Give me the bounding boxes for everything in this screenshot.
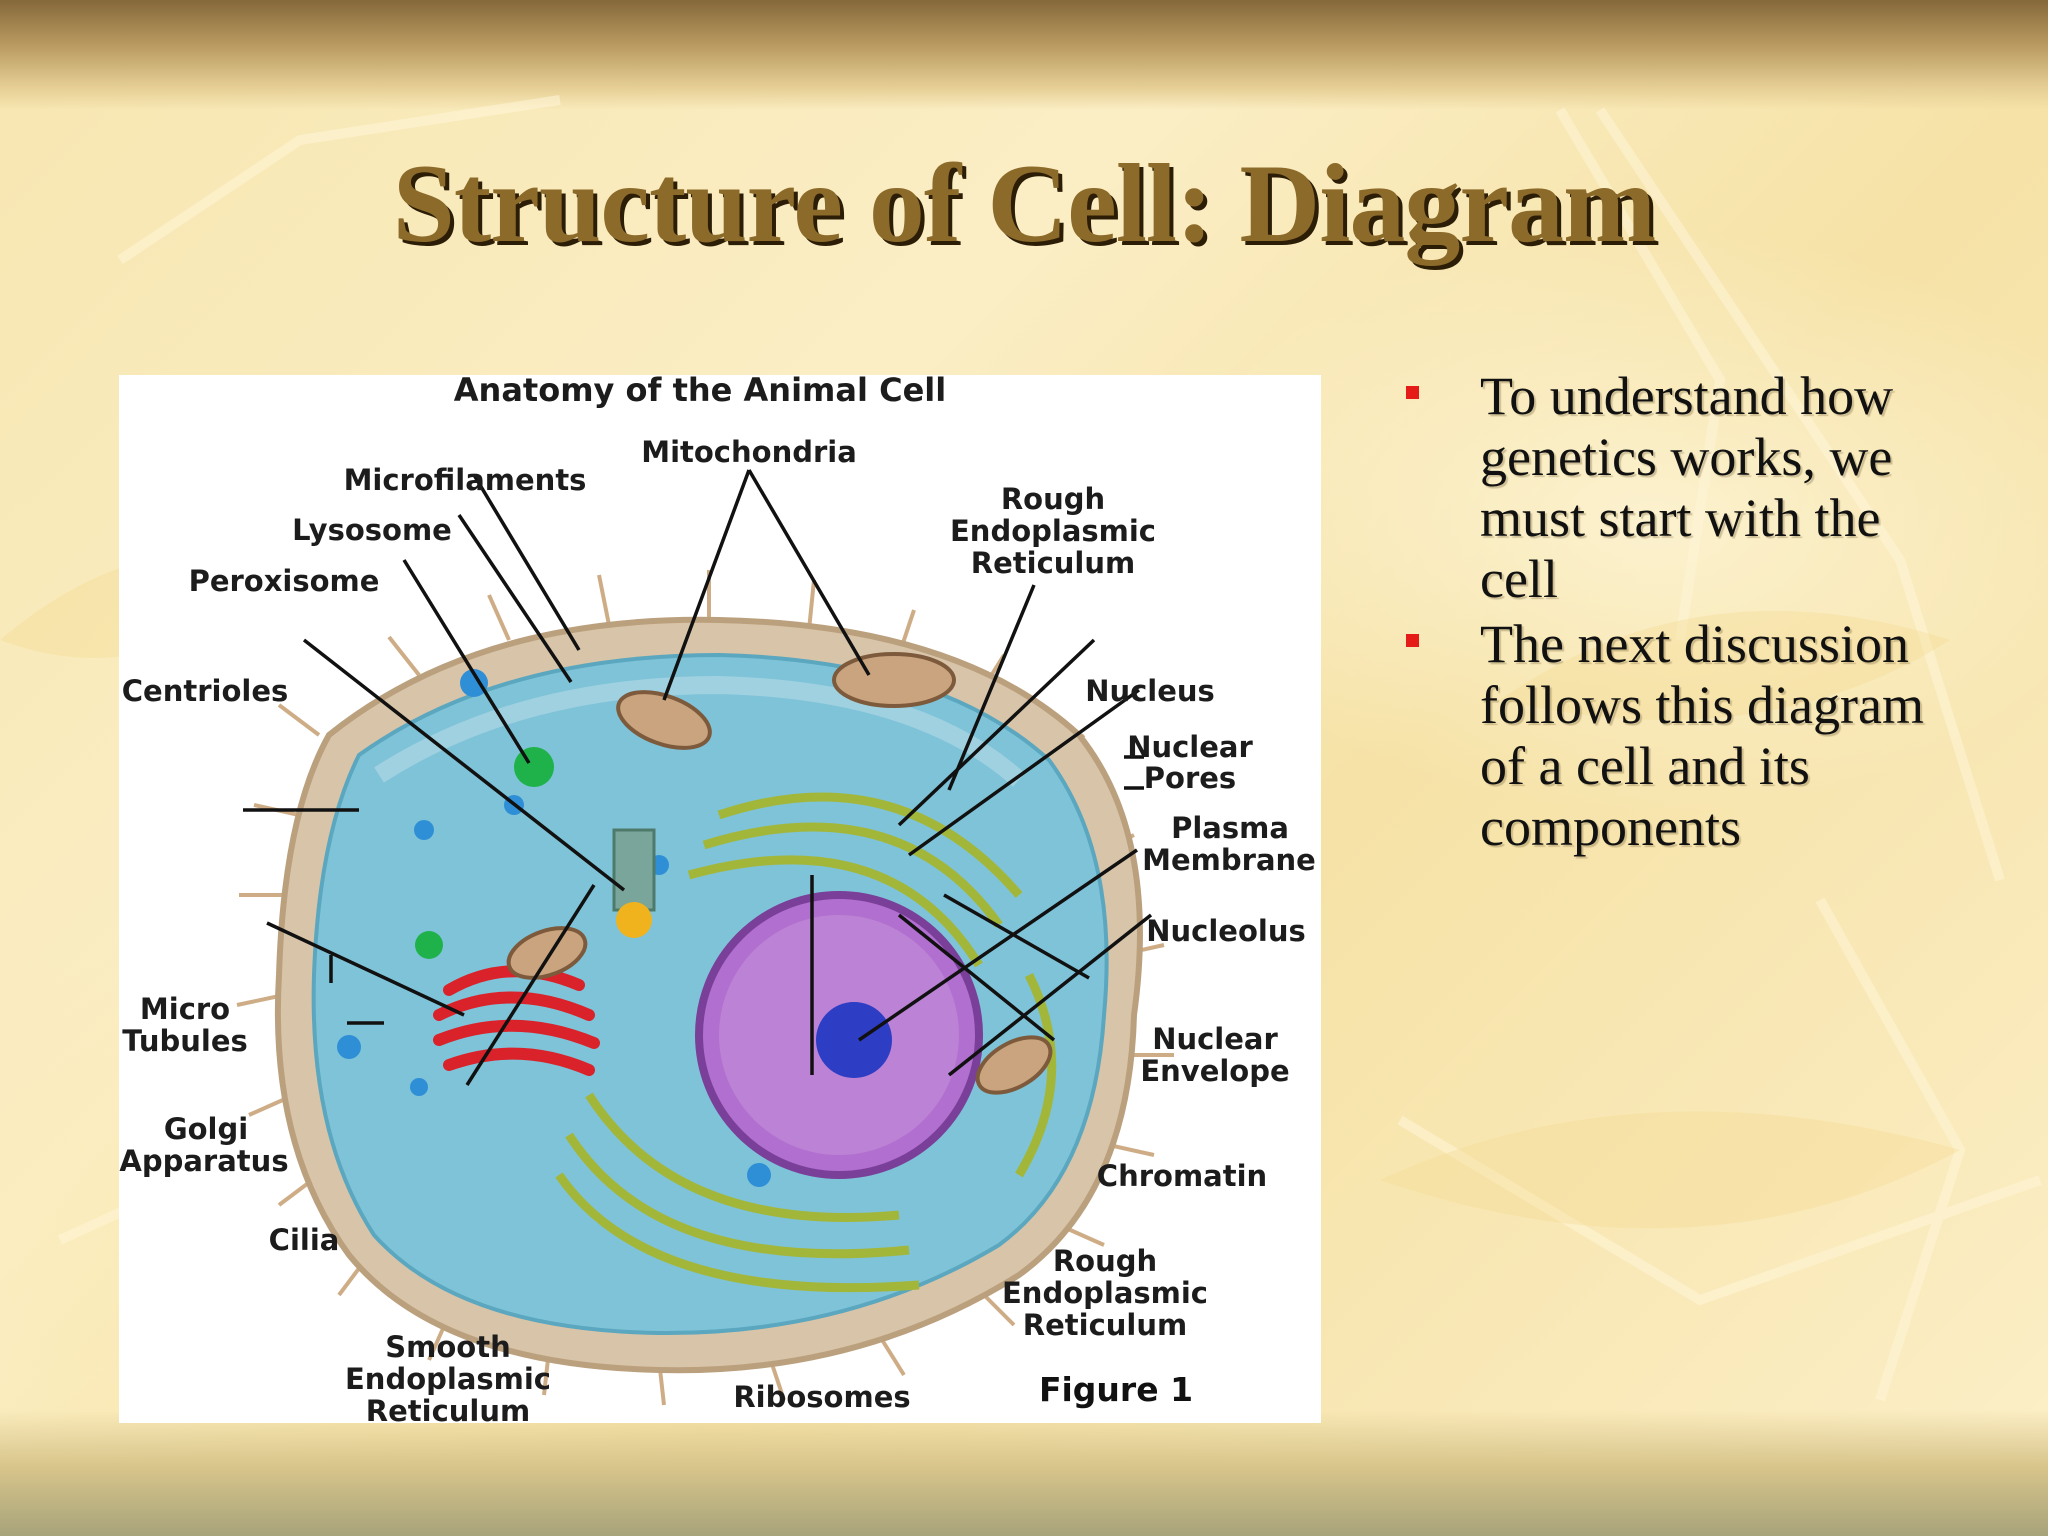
- figure-heading: Anatomy of the Animal Cell: [454, 375, 946, 409]
- label-centrioles: Centrioles: [122, 674, 289, 708]
- label-microfilaments: Microfilaments: [344, 463, 587, 497]
- label-chromatin: Chromatin: [1097, 1159, 1267, 1193]
- label-smooth-er-line1: Smooth: [385, 1330, 510, 1364]
- label-nuclear-envelope-line1: Nuclear: [1152, 1022, 1278, 1056]
- animal-cell-illustration: Anatomy of the Animal Cell Mitochondria …: [119, 375, 1316, 1423]
- nucleolus-shape: [816, 1002, 892, 1078]
- slide-title: Structure of Cell: Diagram: [392, 142, 1657, 266]
- label-nucleolus: Nucleolus: [1146, 914, 1306, 948]
- leader-lines: [243, 469, 1153, 1086]
- bullet-item: The next discussion follows this diagram…: [1400, 614, 1960, 858]
- label-ribosomes: Ribosomes: [733, 1380, 910, 1414]
- label-micro-tubules-line1: Micro: [140, 992, 230, 1026]
- cell-diagram-figure: Anatomy of the Animal Cell Mitochondria …: [119, 375, 1321, 1423]
- centriole-shape: [612, 828, 656, 938]
- label-nucleus: Nucleus: [1085, 674, 1215, 708]
- label-cilia: Cilia: [269, 1223, 340, 1257]
- bullet-text: To understand how genetics works, we mus…: [1480, 366, 1894, 609]
- mitochondria-shapes: [506, 652, 1053, 1095]
- vesicle-shapes: [337, 669, 771, 1187]
- square-bullet-icon: [1406, 634, 1419, 647]
- label-lysosome: Lysosome: [292, 513, 452, 547]
- label-golgi-line2: Apparatus: [119, 1144, 288, 1178]
- label-rough-er-bottom-line3: Reticulum: [1023, 1308, 1187, 1342]
- label-nuclear-envelope-line2: Envelope: [1140, 1054, 1289, 1088]
- label-nuclear-pores-line1: Nuclear: [1127, 730, 1253, 764]
- label-plasma-membrane-line2: Membrane: [1142, 843, 1316, 877]
- label-micro-tubules-line2: Tubules: [122, 1024, 248, 1058]
- label-plasma-membrane-line1: Plasma: [1171, 811, 1289, 845]
- label-peroxisome: Peroxisome: [189, 564, 380, 598]
- square-bullet-icon: [1406, 386, 1419, 399]
- label-smooth-er-line3: Reticulum: [366, 1394, 530, 1423]
- label-rough-er-bottom-line1: Rough: [1053, 1244, 1157, 1278]
- bullet-list: To understand how genetics works, we mus…: [1400, 366, 1960, 862]
- label-rough-er-top-line1: Rough: [1001, 482, 1105, 516]
- rough-er-shape: [555, 792, 1057, 1293]
- bottom-decorative-band: [0, 1410, 2048, 1536]
- label-rough-er-top-line2: Endoplasmic: [950, 514, 1156, 548]
- label-mitochondria: Mitochondria: [641, 435, 857, 469]
- bullet-item: To understand how genetics works, we mus…: [1400, 366, 1960, 610]
- label-smooth-er-line2: Endoplasmic: [345, 1362, 551, 1396]
- top-decorative-band: [0, 0, 2048, 110]
- label-rough-er-bottom-line2: Endoplasmic: [1002, 1276, 1208, 1310]
- label-rough-er-top-line3: Reticulum: [971, 546, 1135, 580]
- label-nuclear-pores-line2: Pores: [1144, 761, 1236, 795]
- figure-caption: Figure 1: [1039, 1370, 1193, 1409]
- bullet-text: The next discussion follows this diagram…: [1480, 614, 1924, 857]
- label-golgi-line1: Golgi: [164, 1112, 248, 1146]
